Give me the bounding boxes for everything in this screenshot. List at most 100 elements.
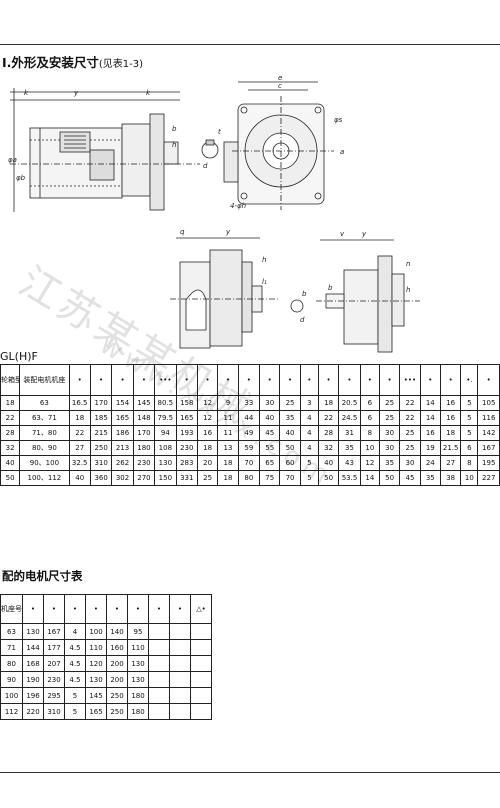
svg-text:k: k — [146, 89, 151, 97]
header-cell: • — [148, 594, 170, 624]
table-cell: 10 — [359, 440, 380, 456]
table-cell: 142 — [477, 425, 500, 441]
table-cell: 4.5 — [64, 655, 86, 672]
table-cell: 35 — [419, 470, 441, 486]
table-cell: 170 — [132, 425, 156, 441]
table-cell: 180 — [127, 687, 149, 704]
table-cell: 8 — [460, 455, 479, 471]
table-cell: 186 — [111, 425, 134, 441]
table-cell: 360 — [89, 470, 113, 486]
svg-text:φb: φb — [16, 174, 26, 182]
table-cell: 230 — [175, 440, 198, 456]
svg-text:4-φh: 4-φh — [230, 202, 246, 210]
table-cell: 28 — [317, 425, 340, 441]
table-cell: 5 — [299, 470, 319, 486]
table-cell: 167 — [43, 623, 65, 640]
svg-text:b: b — [328, 284, 333, 292]
header-cell: • — [68, 364, 91, 396]
table-cell: 16 — [419, 425, 441, 441]
table-cell: 80 — [0, 655, 23, 672]
table-cell: 150 — [154, 470, 177, 486]
table-cell: 11 — [217, 410, 239, 426]
table-cell: 16 — [439, 395, 462, 411]
table-cell: 5 — [460, 395, 479, 411]
table-cell — [148, 639, 170, 656]
table-cell: 4 — [64, 623, 86, 640]
svg-text:c: c — [278, 82, 282, 90]
svg-text:k: k — [24, 89, 29, 97]
table-cell: 18 — [196, 440, 219, 456]
table-cell: 50 — [0, 470, 21, 486]
table-cell: 14 — [419, 410, 441, 426]
svg-text:a: a — [340, 148, 344, 156]
table-cell: 207 — [43, 655, 65, 672]
header-cell: ••• — [154, 364, 177, 396]
svg-text:y: y — [225, 228, 231, 236]
table-cell: 6 — [359, 395, 380, 411]
table-cell: 13 — [217, 440, 239, 456]
table-cell: 90、100 — [19, 455, 70, 471]
table-cell: 22 — [399, 395, 421, 411]
table-cell: 12 — [196, 395, 219, 411]
table-cell: 32.5 — [68, 455, 91, 471]
table-cell: 38 — [439, 470, 462, 486]
table-cell: 6 — [460, 440, 479, 456]
table-cell: 165 — [85, 703, 107, 720]
table-cell: 220 — [22, 703, 44, 720]
table-cell: 4 — [299, 425, 319, 441]
table-cell: 5 — [460, 425, 479, 441]
table-cell: 4 — [299, 410, 319, 426]
table-cell: 4 — [299, 440, 319, 456]
top-rule — [0, 44, 500, 45]
table-cell: 32 — [0, 440, 21, 456]
header-cell: 轮箱型号 — [0, 364, 21, 396]
table-cell: 193 — [175, 425, 198, 441]
table-cell — [190, 671, 212, 688]
header-cell: • — [217, 364, 239, 396]
table-cell: 5 — [299, 455, 319, 471]
header-cell: • — [43, 594, 65, 624]
table-cell: 40 — [317, 455, 340, 471]
table-cell: 100 — [0, 687, 23, 704]
header-cell: • — [85, 594, 107, 624]
table-cell: 44 — [237, 410, 261, 426]
table-cell: 250 — [89, 440, 113, 456]
table-cell: 196 — [22, 687, 44, 704]
table-cell — [190, 687, 212, 704]
table-cell: 180 — [127, 703, 149, 720]
table-cell: 35 — [338, 440, 361, 456]
header-cell: • — [132, 364, 156, 396]
table-cell: 185 — [89, 410, 113, 426]
header-cell: •. — [460, 364, 479, 396]
table-cell: 130 — [85, 671, 107, 688]
bottom-rule — [0, 772, 500, 773]
svg-text:q: q — [180, 228, 185, 236]
table-cell: 4.5 — [64, 639, 86, 656]
table-cell: 105 — [477, 395, 500, 411]
section-title-motor: 配的电机尺寸表 — [2, 569, 83, 583]
table-cell: 227 — [477, 470, 500, 486]
table-cell: 24.5 — [338, 410, 361, 426]
svg-text:d: d — [203, 162, 208, 170]
header-cell: • — [175, 364, 198, 396]
table-cell — [169, 623, 191, 640]
table-cell: 40 — [279, 425, 301, 441]
table-cell: 154 — [111, 395, 134, 411]
header-cell: △• — [190, 594, 212, 624]
table-cell: 145 — [85, 687, 107, 704]
table-cell: 116 — [477, 410, 500, 426]
table-cell: 40 — [0, 455, 21, 471]
svg-text:b: b — [302, 290, 307, 298]
header-cell: 机座号 — [0, 594, 23, 624]
table-cell — [169, 671, 191, 688]
table-cell — [190, 655, 212, 672]
svg-text:h: h — [172, 141, 176, 149]
header-cell: • — [317, 364, 340, 396]
